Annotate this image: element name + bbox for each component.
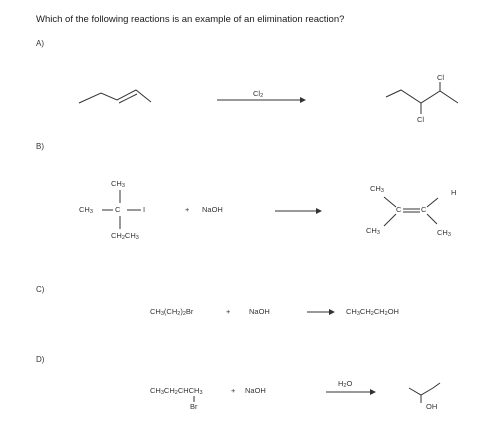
option-a-reagent: Cl2 [253,89,264,99]
option-b-reactant-ethyl: CH2CH3 [111,231,139,241]
option-b-reactant-carbon: C [115,205,121,214]
option-b-product-c1: C [396,205,402,214]
option-d-product-oh: OH [426,402,438,411]
option-b-product-c2: C [421,205,427,214]
option-d-reactant: CH3CH2CHCH3 [150,386,203,396]
option-b-reactant-iodine: I [143,205,146,214]
option-b-reactant-ch3-top: CH3 [111,179,125,189]
option-b-plus: + [185,205,190,214]
option-d-condition: H2O [338,379,353,389]
option-b-product-bonds [383,196,439,227]
option-d-reaction-arrow [326,389,376,395]
option-b-reagent: NaOH [202,205,223,214]
question-text: Which of the following reactions is an e… [36,14,345,25]
option-b-reactant-bonds [102,190,141,229]
option-c-product: CH3CH2CH2OH [346,307,399,317]
option-c-reactant: CH3(CH2)2Br [150,307,194,317]
option-d-plus: + [231,386,236,395]
option-c-reagent: NaOH [249,307,270,316]
option-a-product-cl-bottom: Cl [417,115,425,124]
option-b-reactant-ch3-left: CH3 [79,205,93,215]
option-a-reactant-alkene [78,89,152,104]
option-d-label: D) [36,355,45,364]
option-b-reaction-arrow [275,208,322,214]
option-b-product-h: H [451,188,457,197]
option-a-label: A) [36,39,44,48]
option-b-product-ch3-right: CH3 [437,228,451,238]
option-c-reaction-arrow [307,309,335,315]
option-a-product-cl-top: Cl [437,73,445,82]
option-d-product-structure [408,382,441,403]
option-c-label: C) [36,285,45,294]
option-a-reaction-arrow [217,97,306,103]
option-d-reagent: NaOH [245,386,266,395]
option-b-product-ch3-left: CH3 [366,226,380,236]
option-d-reactant-br: Br [190,402,198,411]
option-c-plus: + [226,307,231,316]
option-b-label: B) [36,142,44,151]
option-b-product-ch3-top: CH3 [370,184,384,194]
option-a-product-structure [385,82,459,114]
